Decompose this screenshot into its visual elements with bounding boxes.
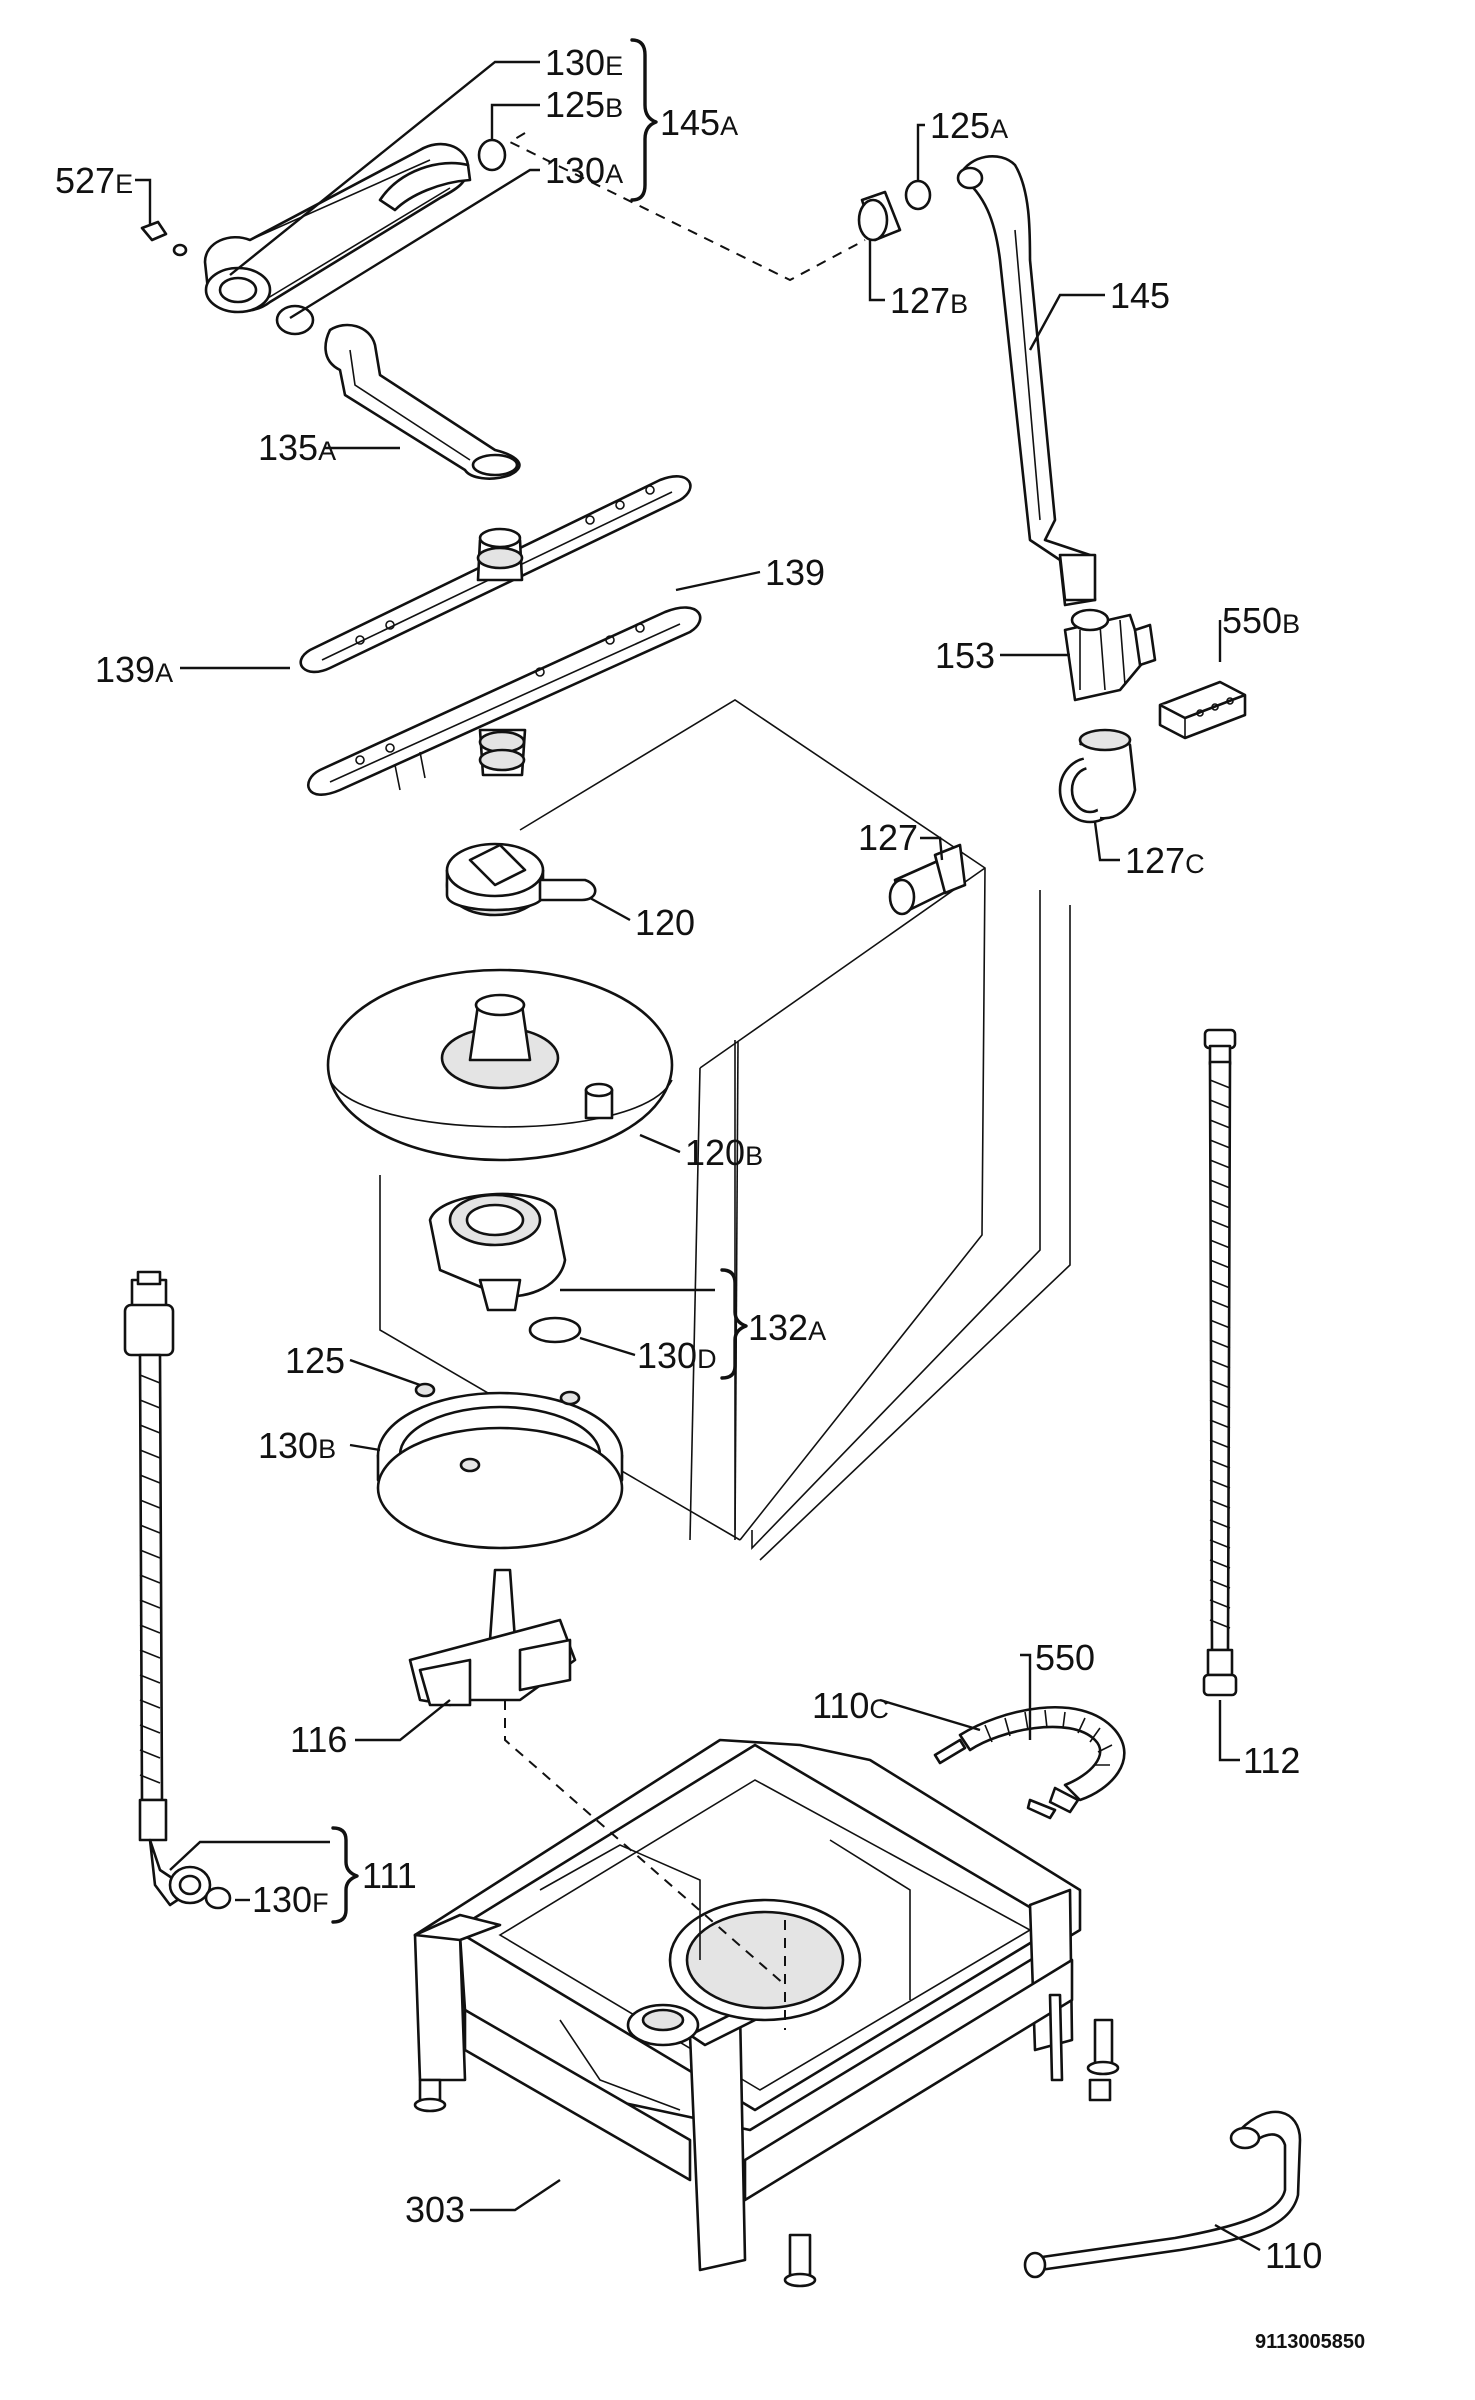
lower-spray-arm-139 — [307, 606, 702, 796]
nut-527e — [140, 220, 168, 242]
o-ring-130d — [528, 1316, 582, 1344]
drain-hose-550 — [933, 1706, 1126, 1820]
filter-plate-120b — [326, 968, 674, 1162]
label-125b: 125B — [545, 84, 623, 125]
coupling-127b — [857, 179, 932, 242]
document-number: 9113005850 — [1255, 2331, 1365, 2353]
label-110: 110 — [1265, 2235, 1322, 2276]
label-303: 303 — [405, 2189, 465, 2230]
label-139a: 139A — [95, 649, 173, 690]
bracket-116 — [408, 1568, 577, 1707]
label-120b: 120B — [685, 1132, 763, 1173]
o-ring-125a — [904, 179, 932, 211]
label-125a: 125A — [930, 105, 1008, 146]
block-550b — [1158, 680, 1247, 740]
label-127b: 127B — [890, 280, 968, 321]
label-135a: 135A — [258, 427, 336, 468]
cabinet-outline — [379, 699, 1071, 1561]
filter-nut-120 — [445, 842, 597, 917]
label-110c: 110C — [812, 1685, 889, 1726]
connection-lines — [504, 132, 866, 2030]
label-125: 125 — [285, 1340, 345, 1381]
label-527e: 527E — [55, 160, 133, 201]
label-130f: 130F — [252, 1879, 329, 1920]
label-127: 127 — [858, 817, 918, 858]
label-550: 550 — [1035, 1637, 1095, 1678]
label-111: 111 — [362, 1855, 417, 1896]
o-ring-130a — [275, 304, 315, 336]
label-145a: 145A — [660, 102, 738, 143]
o-ring-130e — [172, 243, 188, 257]
inlet-hose-111 — [123, 1270, 232, 1910]
label-130e: 130E — [545, 42, 623, 83]
label-130d: 130D — [637, 1335, 717, 1376]
corrugated-hose-112 — [1202, 1028, 1238, 1697]
brace-132a — [720, 1268, 748, 1380]
bottom-hose-110 — [1023, 2110, 1302, 2279]
spray-tube-135a — [324, 323, 521, 480]
label-132a: 132A — [748, 1307, 826, 1348]
lower-spray-arm-139a — [299, 475, 692, 674]
sump-ring-125 — [376, 1382, 624, 1550]
o-ring-125b — [477, 138, 507, 172]
base-frame-303 — [413, 1738, 1120, 2288]
brace-145a — [630, 38, 658, 202]
label-120: 120 — [635, 902, 695, 943]
group-braces — [331, 38, 748, 1924]
supply-tube-145 — [956, 155, 1097, 607]
label-145: 145 — [1110, 275, 1170, 316]
label-130b: 130B — [258, 1425, 336, 1466]
upper-spray-arm — [140, 138, 507, 336]
label-112: 112 — [1243, 1740, 1300, 1781]
seal-130f — [204, 1886, 232, 1910]
label-130a: 130A — [545, 150, 623, 191]
label-127c: 127C — [1125, 840, 1205, 881]
label-550b: 550B — [1222, 600, 1300, 641]
label-139: 139 — [765, 552, 825, 593]
label-116: 116 — [290, 1719, 347, 1760]
valve-153 — [1063, 608, 1157, 702]
label-153: 153 — [935, 635, 995, 676]
brace-111 — [331, 1826, 359, 1924]
part-labels: 130E 125B 145A 130A 527E 125A 127B 145 1… — [55, 42, 1322, 2276]
pump-housing-132a — [428, 1192, 582, 1344]
elbow-127c — [1058, 728, 1137, 824]
leader-lines — [135, 60, 1261, 2252]
